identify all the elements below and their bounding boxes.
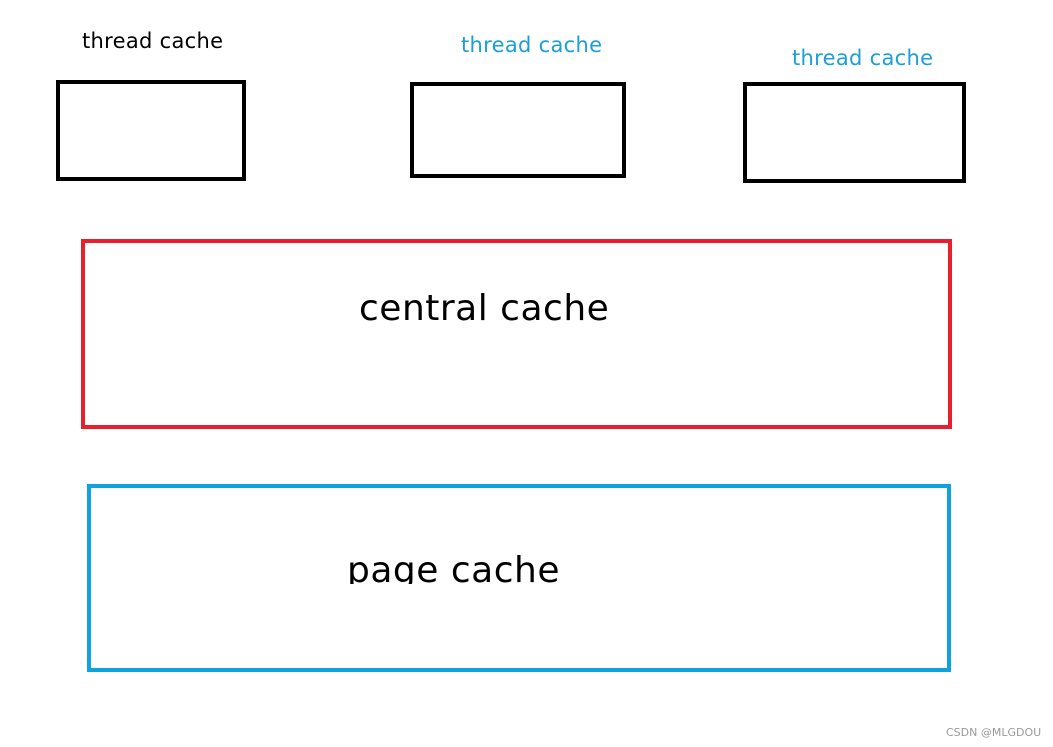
page-cache-label-clip: page cache — [340, 540, 580, 585]
page-cache-label: page cache — [347, 550, 560, 585]
page-cache-box — [87, 484, 951, 672]
thread-cache-2-box — [410, 82, 626, 178]
central-cache-box — [81, 239, 952, 429]
thread-cache-3-box — [743, 82, 966, 183]
watermark: CSDN @MLGDOU — [946, 726, 1042, 739]
thread-cache-3-label: thread cache — [792, 46, 934, 70]
thread-cache-1-label: thread cache — [82, 29, 224, 53]
thread-cache-1-box — [56, 80, 246, 181]
central-cache-label: central cache — [359, 288, 610, 329]
thread-cache-2-label: thread cache — [461, 33, 603, 57]
